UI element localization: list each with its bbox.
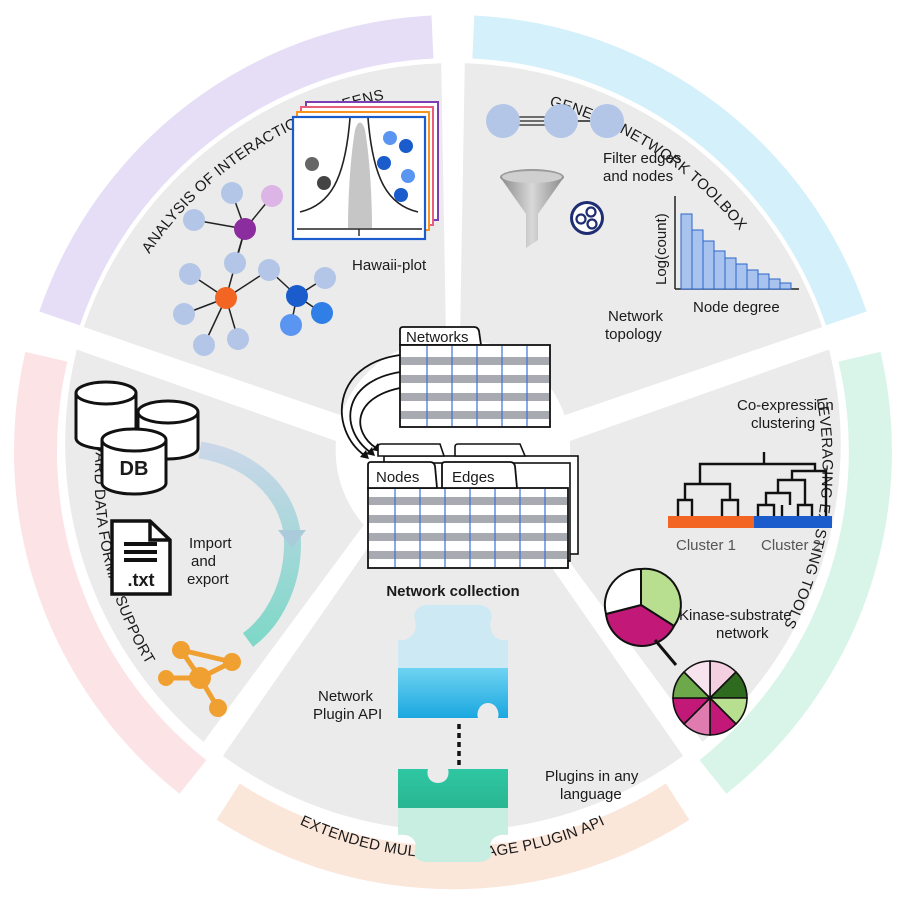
networks-table: Networks <box>399 326 551 428</box>
cluster1-bar <box>668 516 754 528</box>
data-formats: DB .txt Import and export <box>74 380 306 717</box>
network-collection-graphic: Networks <box>340 326 579 600</box>
inner-panels <box>65 63 841 831</box>
histogram-xlabel: Node degree <box>693 299 780 316</box>
interaction-network <box>173 182 336 356</box>
plugins-any-label-line1: Plugins in any <box>545 768 639 785</box>
interaction-screens: Hawaii-plot <box>173 101 439 356</box>
networks-tab-label: Networks <box>406 329 469 346</box>
txt-file-icon: .txt <box>110 519 172 596</box>
hawaii-plot-label: Hawaii-plot <box>352 257 427 274</box>
api-label-line1: Network <box>318 688 374 705</box>
hawaii-plot: Hawaii-plot <box>291 101 439 274</box>
ring-segment-peach <box>216 783 690 890</box>
coexpression-label-line2: clustering <box>751 415 815 432</box>
plugin-api: Network Plugin API Plugins in any langua… <box>313 605 639 862</box>
kinase-pie-small <box>672 660 748 736</box>
edges-tab-label: Edges <box>452 469 495 486</box>
import-export-arrowhead <box>278 530 306 548</box>
ring-segment-pink <box>13 351 207 794</box>
panel-toolbox <box>460 63 823 416</box>
import-label-line3: export <box>187 571 230 588</box>
filter-label-line1: Filter edges <box>603 150 681 167</box>
existing-tools: Co-expression clustering Cluster 1 Clust… <box>603 397 834 736</box>
stacked-tables: Nodes Edges <box>367 443 579 569</box>
kinase-label-line2: network <box>716 625 769 642</box>
plugin-app-icon <box>570 201 604 235</box>
share-network-icon <box>158 641 241 717</box>
histogram-ylabel: Log(count) <box>653 213 670 285</box>
outer-ring <box>13 15 892 890</box>
db-icon <box>74 380 200 496</box>
topology-label-line1: Network <box>608 308 664 325</box>
ring-segment-purple <box>39 15 434 326</box>
import-label-line1: Import <box>189 535 232 552</box>
kinase-edge <box>653 639 678 666</box>
topology-label-line2: topology <box>605 326 662 343</box>
cluster1-label: Cluster 1 <box>676 537 736 554</box>
filter-funnel-icon <box>500 169 564 248</box>
nodes-tab-label: Nodes <box>376 469 419 486</box>
import-label-line2: and <box>191 553 216 570</box>
api-label-line2: Plugin API <box>313 706 382 723</box>
kinase-pie-large <box>603 567 682 647</box>
txt-icon-label: .txt <box>128 570 155 590</box>
filter-label-line2: and nodes <box>603 168 673 185</box>
degree-histogram: Log(count) Node degree <box>653 196 799 316</box>
ring-segment-cyan <box>472 15 867 326</box>
network-toolbox: Filter edges and nodes Log(count) Node d… <box>486 104 799 343</box>
cluster2-label: Cluster 2 <box>761 537 821 554</box>
network-collection-caption: Network collection <box>386 583 519 600</box>
flow-arrows <box>340 354 401 456</box>
dendrogram <box>676 452 828 516</box>
kinase-label-line1: Kinase-substrate <box>679 607 792 624</box>
ring-segment-green <box>699 351 892 794</box>
panel-tools <box>542 349 841 742</box>
coexpression-label-line1: Co-expression <box>737 397 834 414</box>
cluster2-bar <box>754 516 832 528</box>
plugin-language-piece <box>398 769 508 816</box>
plugin-api-piece <box>398 668 508 718</box>
plugins-any-label-line2: language <box>560 786 622 803</box>
db-icon-label: DB <box>120 458 149 480</box>
edge-graph <box>486 104 624 138</box>
